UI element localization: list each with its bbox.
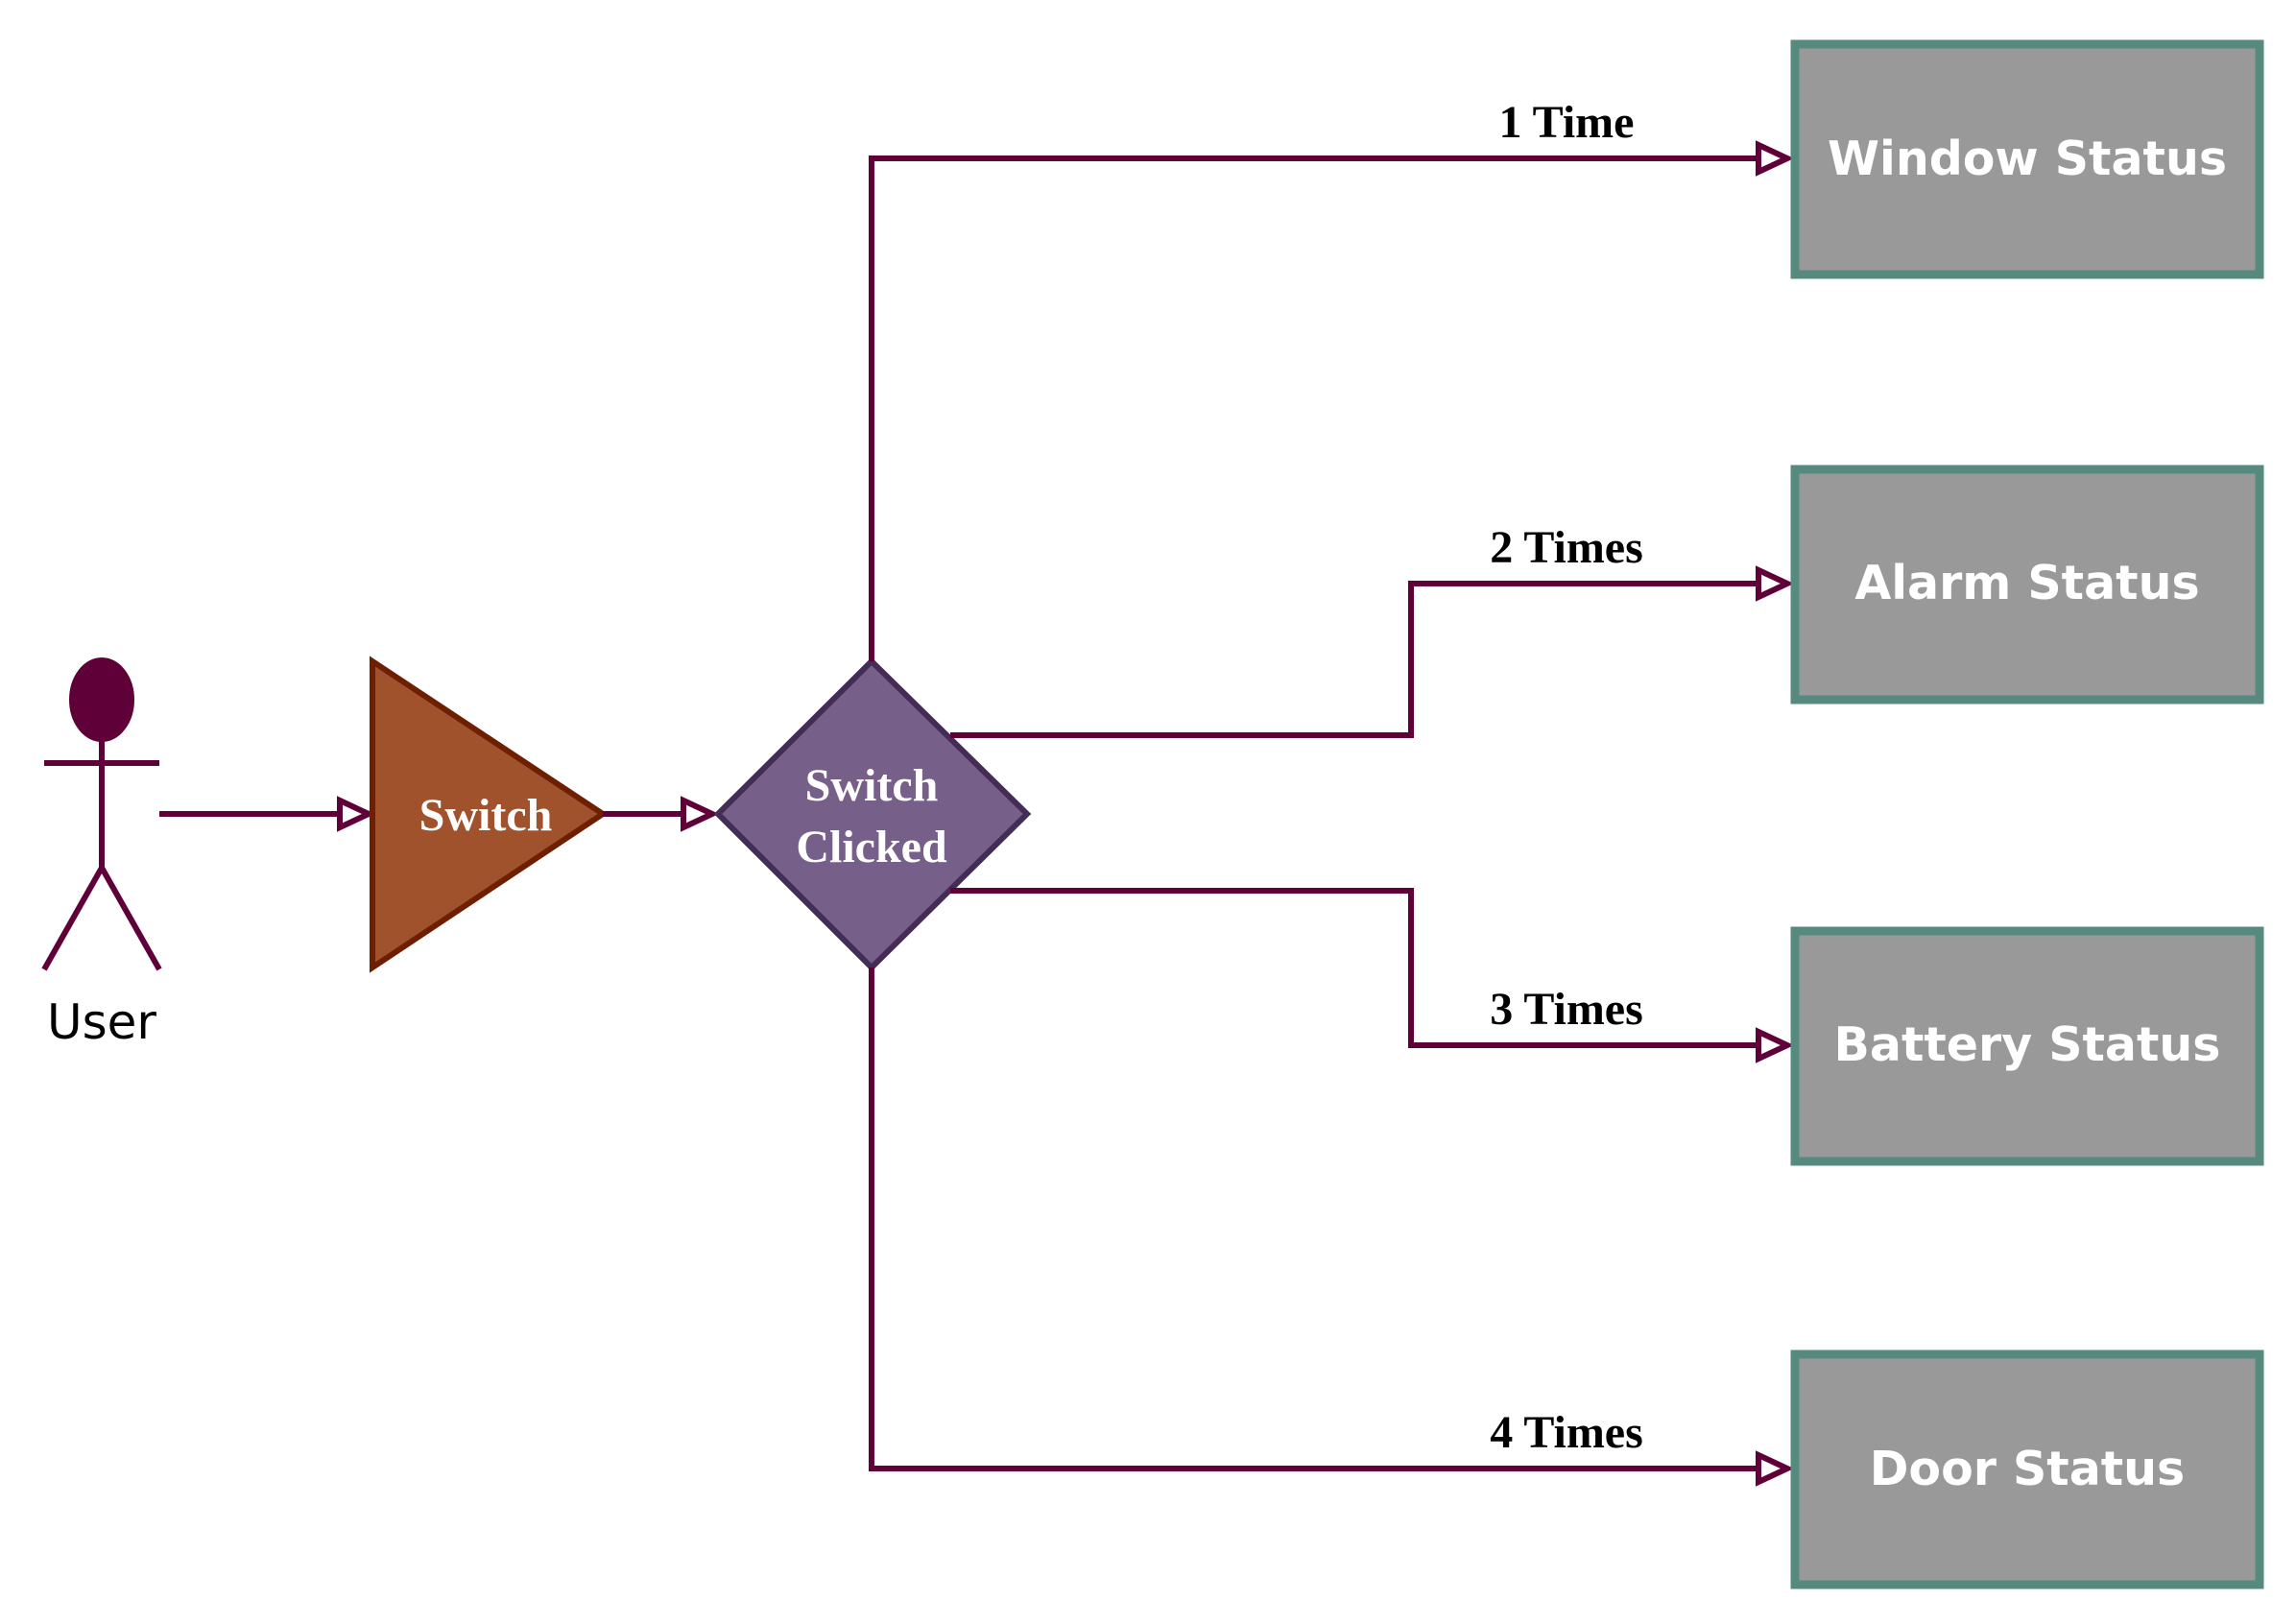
battery-status-label: Battery Status — [1834, 1017, 2221, 1072]
door-status-box: Door Status — [1790, 1349, 2264, 1589]
arrowhead — [337, 796, 376, 832]
arrowhead — [1756, 565, 1795, 602]
decision-label-line1: Switch — [805, 760, 939, 811]
battery-status-box: Battery Status — [1790, 926, 2264, 1166]
decision-node: Switch Clicked — [713, 657, 1032, 972]
door-status-label: Door Status — [1870, 1442, 2185, 1496]
arrowhead — [1756, 1450, 1795, 1487]
decision-label-line2: Clicked — [796, 822, 947, 872]
switch-triangle — [370, 656, 609, 973]
switch-label: Switch — [419, 790, 553, 841]
edge-1-time: 1 Time — [869, 97, 1795, 661]
decision-diamond — [713, 657, 1032, 972]
user-actor: User — [41, 657, 162, 1050]
arrowhead — [1756, 1027, 1795, 1063]
actor-head — [69, 657, 134, 742]
window-status-label: Window Status — [1828, 131, 2227, 186]
edge-switch-to-decision — [603, 796, 720, 832]
actor-left-leg — [41, 866, 105, 971]
actor-label: User — [47, 994, 156, 1050]
edge-user-to-switch — [159, 796, 376, 832]
actor-right-leg — [99, 866, 162, 971]
edge-label-3-times: 3 Times — [1490, 984, 1643, 1035]
switch-node: Switch — [370, 656, 609, 973]
window-status-box: Window Status — [1790, 39, 2264, 279]
edge-label-2-times: 2 Times — [1490, 522, 1643, 573]
edge-label-4-times: 4 Times — [1490, 1407, 1643, 1458]
alarm-status-label: Alarm Status — [1854, 556, 2199, 610]
edge-4-times: 4 Times — [869, 967, 1795, 1487]
arrowhead — [1756, 140, 1795, 177]
arrowhead — [681, 796, 720, 832]
alarm-status-box: Alarm Status — [1790, 465, 2264, 705]
edge-label-1-time: 1 Time — [1499, 97, 1635, 148]
edge-3-times: 3 Times — [950, 888, 1795, 1063]
edge-2-times: 2 Times — [950, 522, 1795, 738]
